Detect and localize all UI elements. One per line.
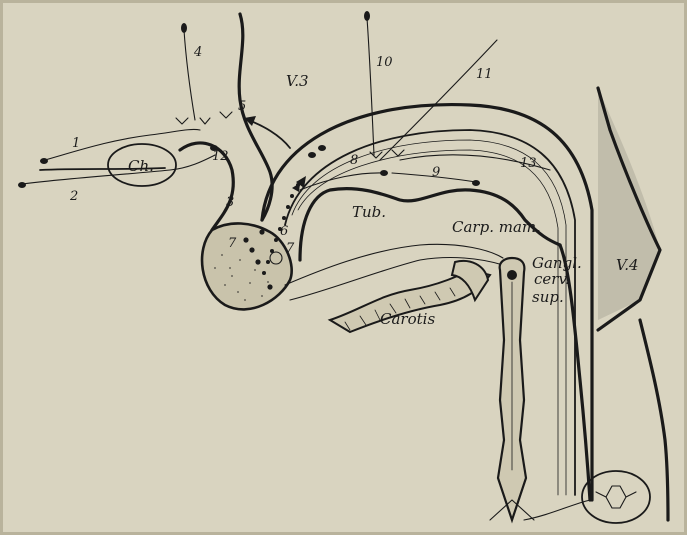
label-4: 4: [193, 45, 202, 60]
neuron-4: [181, 23, 187, 33]
ganglion-cell: [507, 270, 517, 280]
label-11: 11: [476, 67, 493, 82]
neuron-9: [472, 180, 480, 186]
label-mammillary-body: Carp. mam.: [452, 218, 541, 236]
label-8: 8: [350, 153, 358, 168]
neuron-upper-a: [308, 152, 316, 158]
label-3: 3: [226, 195, 234, 210]
neuron-1: [40, 158, 48, 164]
neuron-upper-b: [318, 145, 326, 151]
label-carotis: Carotis: [380, 310, 435, 328]
neuron-8: [380, 170, 388, 176]
label-7-left: 7: [228, 236, 237, 251]
neuron-2: [18, 182, 26, 188]
label-6: 6: [280, 224, 288, 239]
label-1: 1: [72, 136, 80, 151]
label-tuber: Tub.: [352, 203, 386, 221]
label-9: 9: [432, 165, 440, 180]
label-third-ventricle: V.3: [286, 72, 309, 90]
label-ganglion-3: sup.: [532, 288, 564, 306]
label-2: 2: [69, 189, 78, 204]
neuron-10: [364, 11, 370, 21]
label-ganglion-2: cerv.: [534, 270, 570, 288]
label-fourth-ventricle: V.4: [616, 256, 639, 274]
label-10: 10: [376, 55, 393, 70]
label-12: 12: [212, 149, 229, 164]
label-7-right: 7: [286, 241, 295, 256]
label-13: 13: [520, 156, 537, 171]
label-chiasm: Ch.: [128, 157, 154, 175]
label-5: 5: [238, 99, 246, 114]
